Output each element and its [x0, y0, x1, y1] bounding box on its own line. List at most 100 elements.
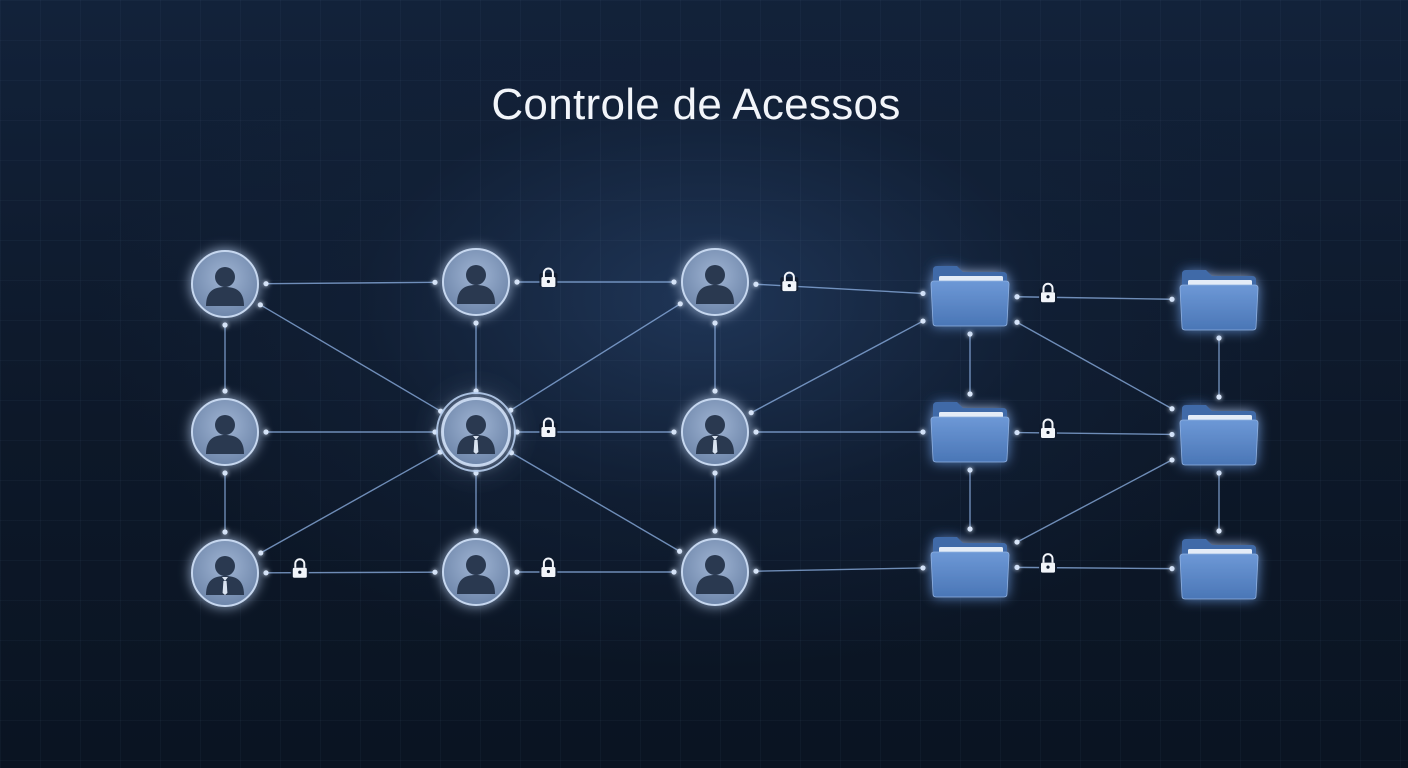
connection-dot — [222, 322, 228, 328]
locks — [290, 267, 1057, 578]
edges — [224, 281, 1220, 574]
lock-icon — [1039, 282, 1057, 303]
connection-dot — [712, 320, 718, 326]
connection-dot — [920, 565, 926, 571]
connection-points — [222, 279, 1222, 576]
connection-dot — [473, 320, 479, 326]
connection-dot — [473, 528, 479, 534]
user-node-u3[interactable] — [681, 248, 749, 316]
lock-icon — [539, 557, 558, 577]
lock-icon — [539, 417, 558, 437]
user-node-u9[interactable] — [681, 538, 749, 606]
user-tie-icon — [696, 415, 734, 454]
user-icon — [696, 265, 734, 304]
folder-node-f4[interactable] — [1179, 405, 1259, 466]
user-node-u4[interactable] — [191, 398, 259, 466]
connection-dot — [748, 410, 754, 416]
connection-dot — [1169, 431, 1175, 438]
connection-dot — [967, 391, 973, 397]
edge-u1-u5 — [259, 304, 442, 412]
user-node-u7[interactable] — [191, 539, 259, 607]
connection-dot — [671, 429, 677, 435]
connection-dot — [1216, 470, 1222, 476]
user-tie-icon — [206, 556, 244, 595]
edge-u9-f5 — [755, 567, 924, 572]
connection-dot — [432, 569, 438, 575]
connection-dot — [263, 570, 269, 576]
connection-dot — [1014, 539, 1020, 545]
connection-dot — [677, 548, 683, 554]
connection-dot — [432, 279, 438, 285]
connection-dot — [1014, 564, 1020, 570]
folder-node-f1[interactable] — [930, 266, 1010, 327]
connection-dot — [967, 331, 973, 337]
folder-node-f3[interactable] — [930, 402, 1010, 463]
connection-dot — [753, 568, 759, 574]
connection-dot — [920, 290, 926, 297]
user-icon — [457, 555, 495, 594]
edge-u1-u2 — [265, 281, 436, 285]
connection-dot — [1169, 566, 1175, 572]
edge-u5-u7 — [260, 451, 441, 554]
folder-node-f5[interactable] — [930, 537, 1010, 598]
user-node-u5[interactable] — [436, 392, 516, 472]
connection-dot — [712, 470, 718, 476]
page-title: Controle de Acessos — [491, 80, 901, 129]
connection-dot — [263, 281, 269, 287]
connection-dot — [263, 429, 269, 435]
user-icon — [206, 415, 244, 454]
connection-dot — [920, 429, 926, 435]
connection-dot — [753, 429, 759, 435]
folder-node-f6[interactable] — [1179, 539, 1259, 600]
connection-dot — [222, 529, 228, 535]
user-tie-icon — [457, 415, 495, 454]
connection-dot — [920, 318, 926, 324]
lock-icon — [1039, 418, 1057, 438]
lock-icon — [780, 271, 799, 292]
connection-dot — [677, 301, 683, 307]
connection-dot — [514, 569, 520, 575]
user-node-u8[interactable] — [442, 538, 510, 606]
user-icon — [696, 555, 734, 594]
connection-dot — [753, 281, 759, 287]
connection-dot — [1014, 294, 1020, 300]
edge-u6-f1 — [750, 320, 924, 414]
connection-dot — [1216, 528, 1222, 534]
edge-u5-u9 — [511, 452, 680, 552]
lock-icon — [290, 558, 309, 578]
edge-f4-f5 — [1016, 459, 1173, 543]
folder-icon — [930, 402, 1010, 463]
folder-node-f2[interactable] — [1179, 270, 1259, 331]
connection-dot — [222, 470, 228, 476]
connection-dot — [671, 279, 677, 285]
folder-icon — [930, 537, 1010, 598]
connection-dot — [712, 388, 718, 394]
connection-dot — [222, 388, 228, 394]
connection-dot — [1216, 335, 1222, 341]
user-node-u6[interactable] — [681, 398, 749, 466]
folder-icon — [930, 266, 1010, 327]
user-node-u1[interactable] — [191, 250, 259, 318]
connection-dot — [967, 526, 973, 532]
folder-icon — [1179, 539, 1259, 600]
connection-dot — [514, 279, 520, 285]
user-node-u2[interactable] — [442, 248, 510, 316]
nodes — [191, 248, 1259, 607]
connection-dot — [1014, 319, 1020, 325]
connection-dot — [1169, 296, 1175, 302]
folder-icon — [1179, 405, 1259, 466]
connection-dot — [1216, 394, 1222, 400]
connection-dot — [967, 467, 973, 473]
connection-dot — [1014, 429, 1020, 436]
connection-dot — [1169, 406, 1175, 412]
user-icon — [206, 267, 244, 306]
connection-dot — [258, 550, 264, 556]
user-icon — [457, 265, 495, 304]
lock-icon — [1039, 553, 1057, 573]
folder-icon — [1179, 270, 1259, 331]
edge-f1-f4 — [1016, 321, 1173, 410]
connection-dot — [671, 569, 677, 575]
